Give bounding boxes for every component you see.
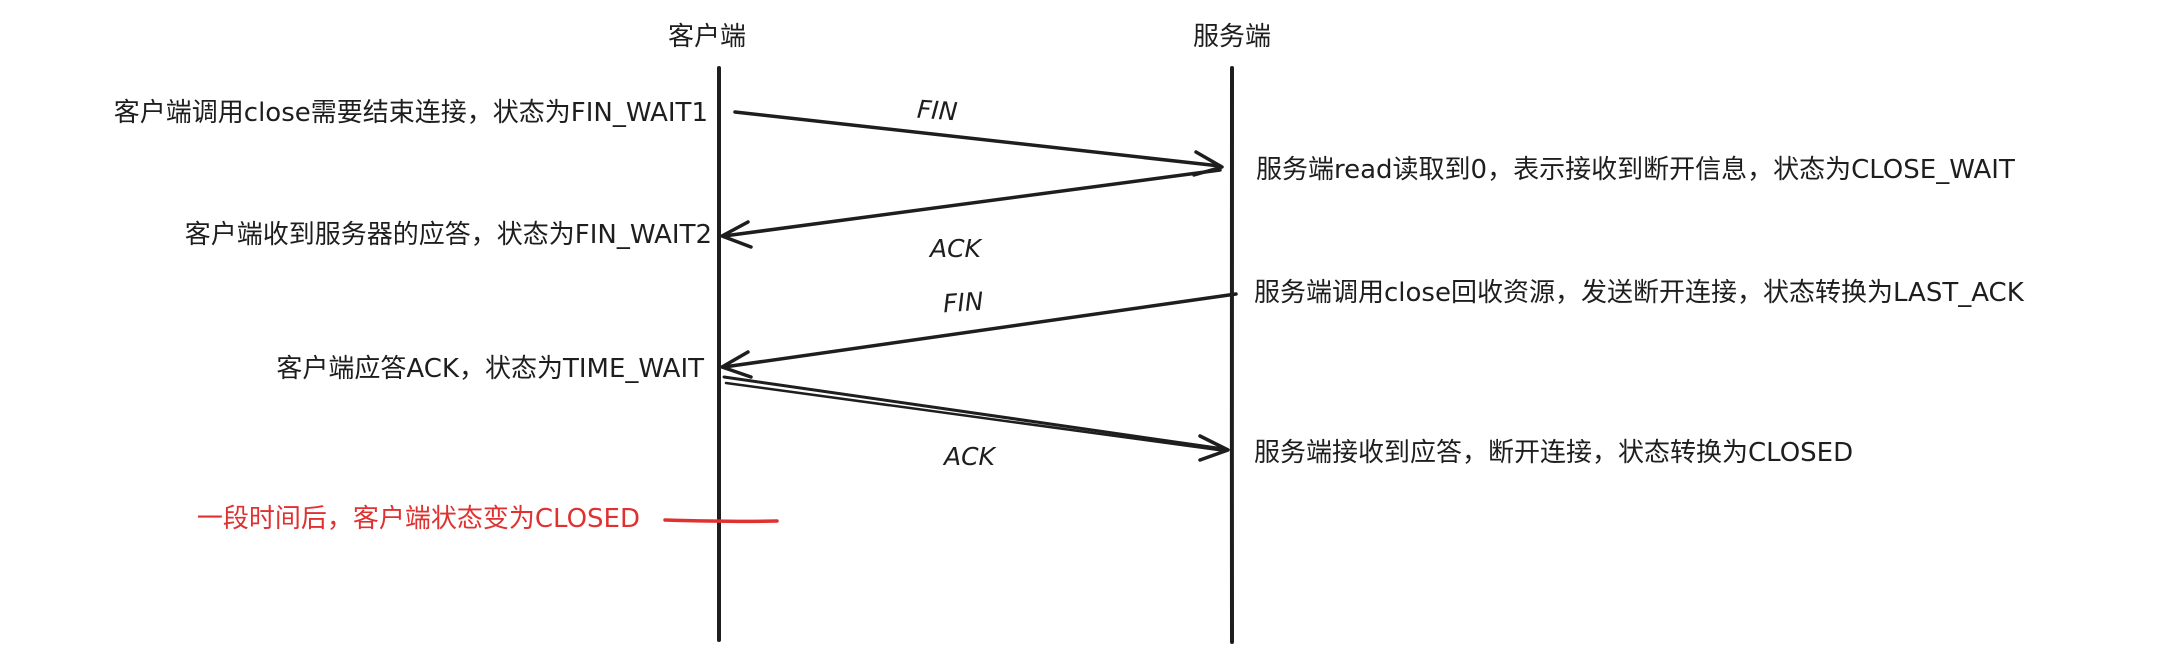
client-closed-marker	[663, 518, 779, 524]
participant-client: 客户端	[668, 22, 747, 52]
ack-label-1: ACK	[930, 234, 981, 263]
ack-arrow-client-to-server	[722, 375, 1230, 462]
fin-arrow-server-to-client	[720, 292, 1238, 379]
note-server-close-wait: 服务端read读取到0，表示接收到断开信息，状态为CLOSE_WAIT	[1256, 155, 2015, 185]
ack-label-2: ACK	[944, 442, 995, 471]
note-client-fin-wait1: 客户端调用close需要结束连接，状态为FIN_WAIT1	[113, 98, 708, 128]
note-client-fin-wait2: 客户端收到服务器的应答，状态为FIN_WAIT2	[184, 220, 712, 250]
note-server-last-ack: 服务端调用close回收资源，发送断开连接，状态转换为LAST_ACK	[1254, 278, 2024, 308]
participant-server: 服务端	[1193, 22, 1272, 52]
fin-label-1: FIN	[916, 94, 959, 127]
note-client-time-wait: 客户端应答ACK，状态为TIME_WAIT	[276, 354, 704, 384]
note-server-closed: 服务端接收到应答，断开连接，状态转换为CLOSED	[1254, 438, 1854, 468]
note-client-closed: 一段时间后，客户端状态变为CLOSED	[196, 504, 640, 534]
fin-label-2: FIN	[942, 286, 985, 319]
fin-arrow-client-to-server	[733, 110, 1224, 177]
ack-arrow-server-to-client	[720, 168, 1222, 249]
